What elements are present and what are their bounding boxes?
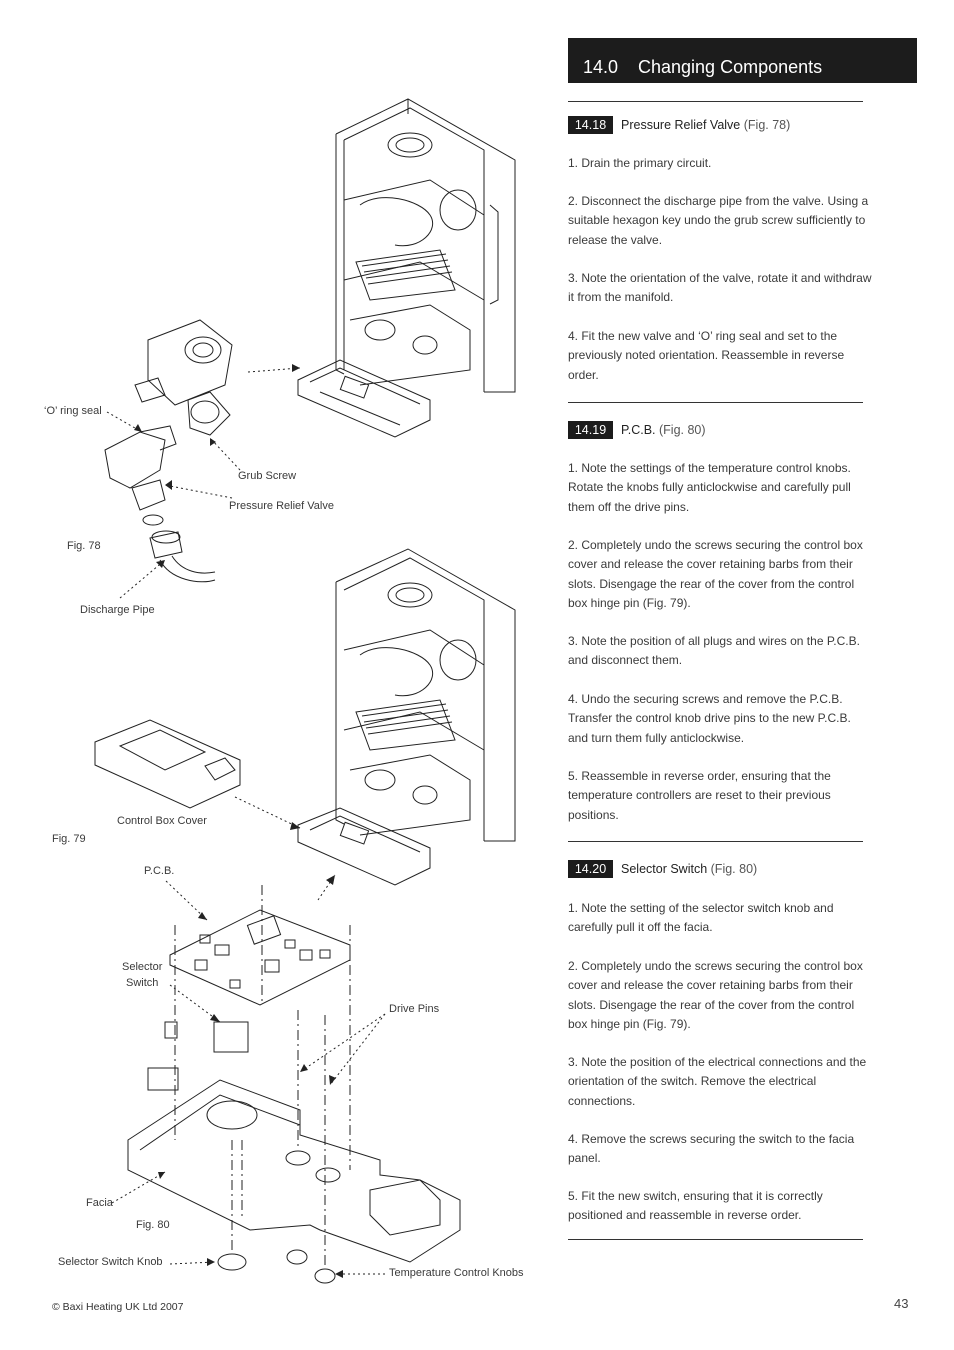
paragraph: 2. Disconnect the discharge pipe from th… [568, 194, 869, 247]
pressure-relief-valve-label: Pressure Relief Valve [229, 500, 334, 512]
paragraph: 1. Note the settings of the temperature … [568, 461, 851, 514]
selector-switch-knob-label: Selector Switch Knob [58, 1256, 163, 1268]
facia-label: Facia [86, 1197, 113, 1209]
section-title: Selector Switch [621, 862, 708, 876]
copyright-notice: © Baxi Heating UK Ltd 2007 [52, 1301, 184, 1313]
page-number: 43 [894, 1296, 909, 1311]
paragraph: 1. Note the setting of the selector swit… [568, 901, 834, 935]
section-tag: 14.18 [568, 116, 613, 134]
grub-screw-label: Grub Screw [238, 470, 297, 482]
discharge-pipe-label: Discharge Pipe [80, 604, 155, 616]
fig-80-caption: Fig. 80 [136, 1219, 170, 1231]
pressure-relief-valve-illustration [104, 319, 233, 583]
section-fig-ref: (Fig. 78) [743, 118, 791, 132]
section-divider [568, 841, 863, 842]
o-ring-seal-label: ‘O’ ring seal [44, 405, 102, 417]
fig-78-caption: Fig. 78 [67, 540, 101, 552]
paragraph: 3. Note the position of the electrical c… [568, 1055, 867, 1108]
paragraph: 4. Fit the new valve and ‘O’ ring seal a… [568, 329, 845, 382]
paragraph: 2. Completely undo the screws securing t… [568, 959, 863, 1032]
page-header: 14.0 Changing Components [568, 38, 917, 83]
boiler-illustration-top [297, 98, 516, 438]
facia-illustration [127, 1079, 461, 1284]
section-fig-ref: (Fig. 80) [710, 862, 758, 876]
selector-switch-label-line2: Switch [126, 977, 159, 989]
control-box-cover-illustration [94, 719, 241, 809]
section-title: Pressure Relief Valve [621, 118, 741, 132]
section-tag: 14.19 [568, 421, 613, 439]
paragraph: 4. Remove the screws securing the switch… [568, 1132, 855, 1166]
section-fig-ref: (Fig. 80) [659, 423, 706, 437]
paragraph: 5. Reassemble in reverse order, ensuring… [568, 769, 831, 822]
section-divider [568, 402, 863, 403]
pcb-label: P.C.B. [144, 865, 175, 877]
paragraph: 1. Drain the primary circuit. [568, 156, 712, 170]
boiler-illustration-bottom [297, 548, 516, 886]
section-title: P.C.B. [621, 423, 656, 437]
section-heading-14-20: 14.20 Selector Switch (Fig. 80) [568, 860, 757, 878]
chapter-number: 14.0 [583, 57, 619, 77]
temperature-control-knobs-label: Temperature Control Knobs [389, 1267, 524, 1279]
section-divider [568, 1239, 863, 1240]
section-heading-14-18: 14.18 Pressure Relief Valve (Fig. 78) [568, 116, 790, 134]
paragraph: 2. Completely undo the screws securing t… [568, 538, 863, 611]
section-tag: 14.20 [568, 860, 613, 878]
section-divider [568, 101, 863, 102]
selector-switch-label-line1: Selector [122, 961, 163, 973]
chapter-title: Changing Components [638, 57, 823, 77]
fig-79-caption: Fig. 79 [52, 833, 86, 845]
section-heading-14-19: 14.19 P.C.B. (Fig. 80) [568, 421, 706, 439]
paragraph: 5. Fit the new switch, ensuring that it … [568, 1189, 823, 1223]
paragraph: 4. Undo the securing screws and remove t… [568, 692, 851, 745]
drive-pins-label: Drive Pins [389, 1003, 440, 1015]
paragraph: 3. Note the position of all plugs and wi… [568, 634, 860, 668]
pcb-illustration [147, 909, 351, 1091]
control-box-cover-label: Control Box Cover [117, 815, 207, 827]
paragraph: 3. Note the orientation of the valve, ro… [568, 271, 872, 305]
